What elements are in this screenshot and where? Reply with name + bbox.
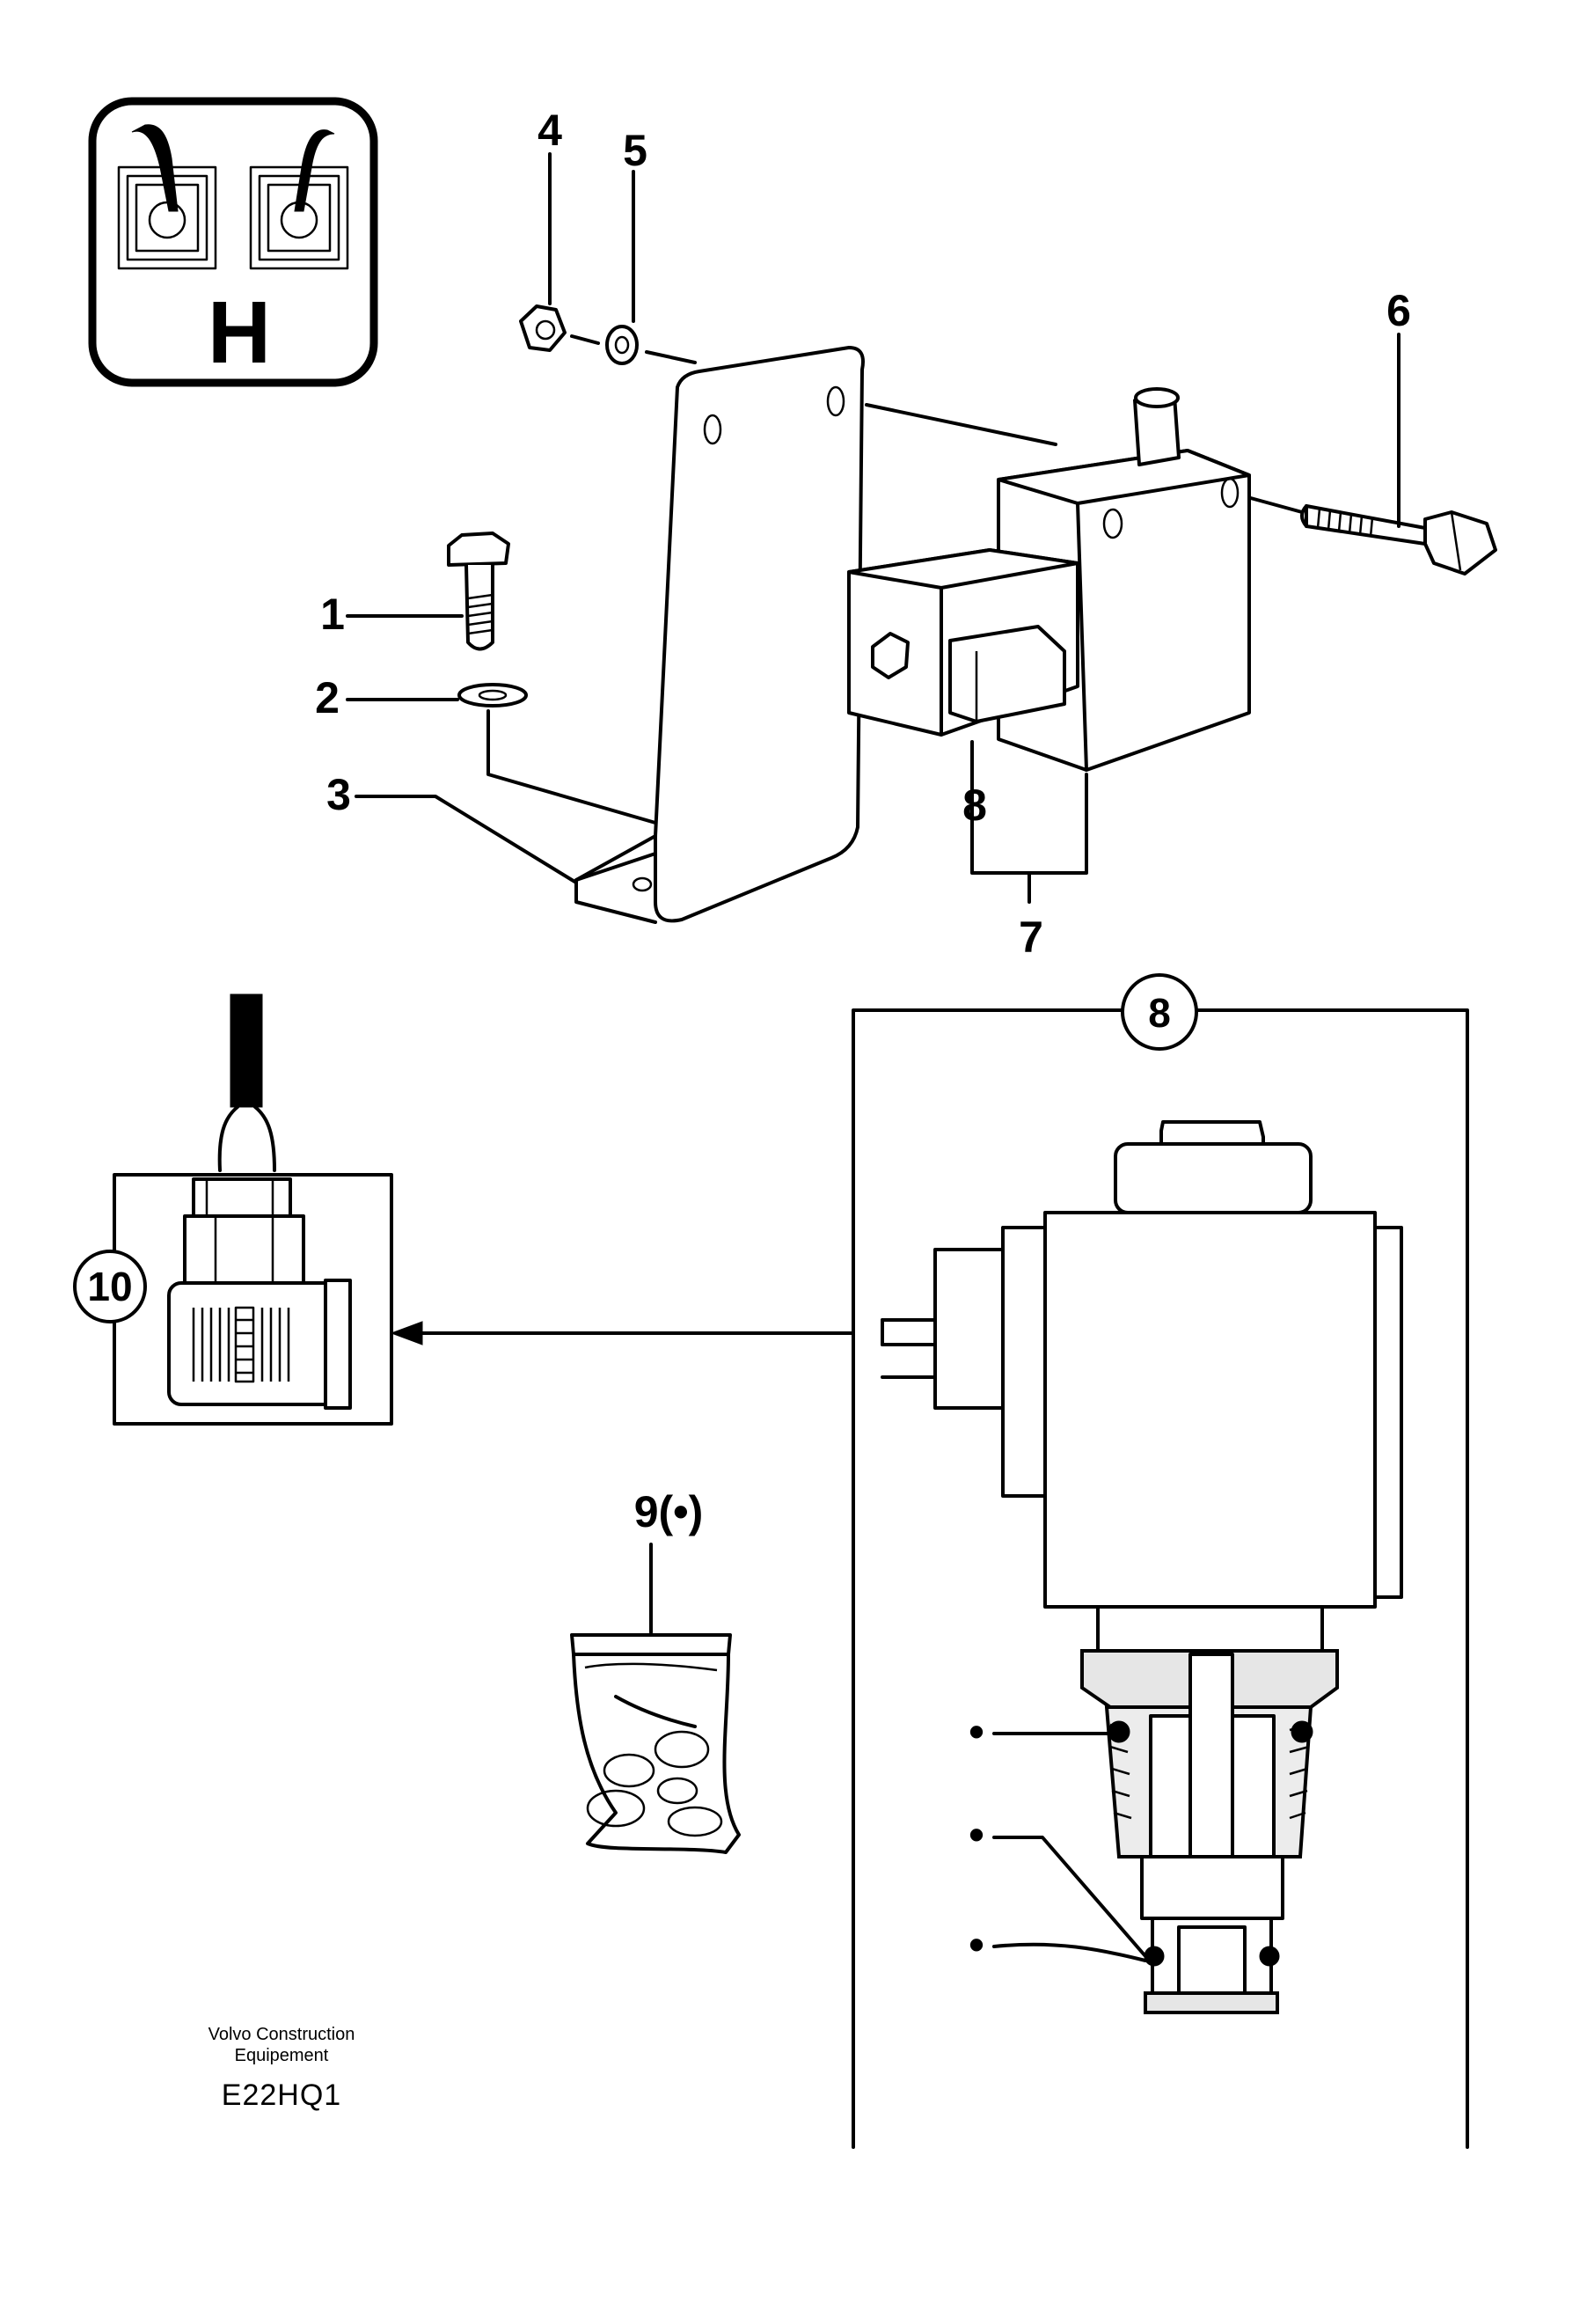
seal-marker-1: • xyxy=(969,1707,984,1756)
detail-8-solenoid-section xyxy=(881,1120,1403,2014)
caption-manufacturer: Volvo Construction xyxy=(208,2025,355,2044)
connector-vent-grille xyxy=(192,1306,290,1383)
callout-3: 3 xyxy=(326,770,351,819)
part-9-seal-kit: 9(•) xyxy=(570,1487,741,1854)
part-3-bracket: 3 xyxy=(326,346,865,924)
equipment-badge: H xyxy=(88,97,378,387)
part-5-washer: 5 xyxy=(605,126,647,365)
callout-4: 4 xyxy=(538,106,562,155)
joystick-left-icon xyxy=(117,124,217,270)
seal-marker-3: • xyxy=(969,1920,984,1969)
detail-10-label: 10 xyxy=(87,1264,132,1309)
detail-8-seal-leaders: • • • xyxy=(969,1707,1147,1969)
caption-diagram-code: E22HQ1 xyxy=(221,2078,342,2112)
detail-8-label: 8 xyxy=(1148,990,1171,1036)
callout-9: 9(•) xyxy=(634,1487,704,1536)
callout-7: 7 xyxy=(1019,913,1043,962)
part-1-bolt: 1 xyxy=(320,532,510,651)
part-2-washer: 2 xyxy=(315,673,657,825)
callout-1: 1 xyxy=(320,590,345,639)
callout-2: 2 xyxy=(315,673,340,722)
callout-8: 8 xyxy=(962,781,987,830)
caption: Volvo Construction Equipement E22HQ1 xyxy=(176,2024,387,2113)
detail-10-connector: 10 xyxy=(73,993,393,1426)
callout-6: 6 xyxy=(1386,286,1411,335)
part-6-bolt: 6 xyxy=(1300,286,1497,576)
part-8-solenoid-coil: 8 xyxy=(847,548,1079,860)
part-4-nut: 4 xyxy=(519,106,567,352)
badge-letter: H xyxy=(208,283,271,382)
detail-8-frame: 8 xyxy=(852,973,1469,2149)
seal-marker-2: • xyxy=(969,1810,984,1859)
caption-manufacturer-line2: Equipement xyxy=(234,2046,329,2065)
joystick-right-icon xyxy=(249,129,349,270)
callout-5: 5 xyxy=(623,126,647,175)
